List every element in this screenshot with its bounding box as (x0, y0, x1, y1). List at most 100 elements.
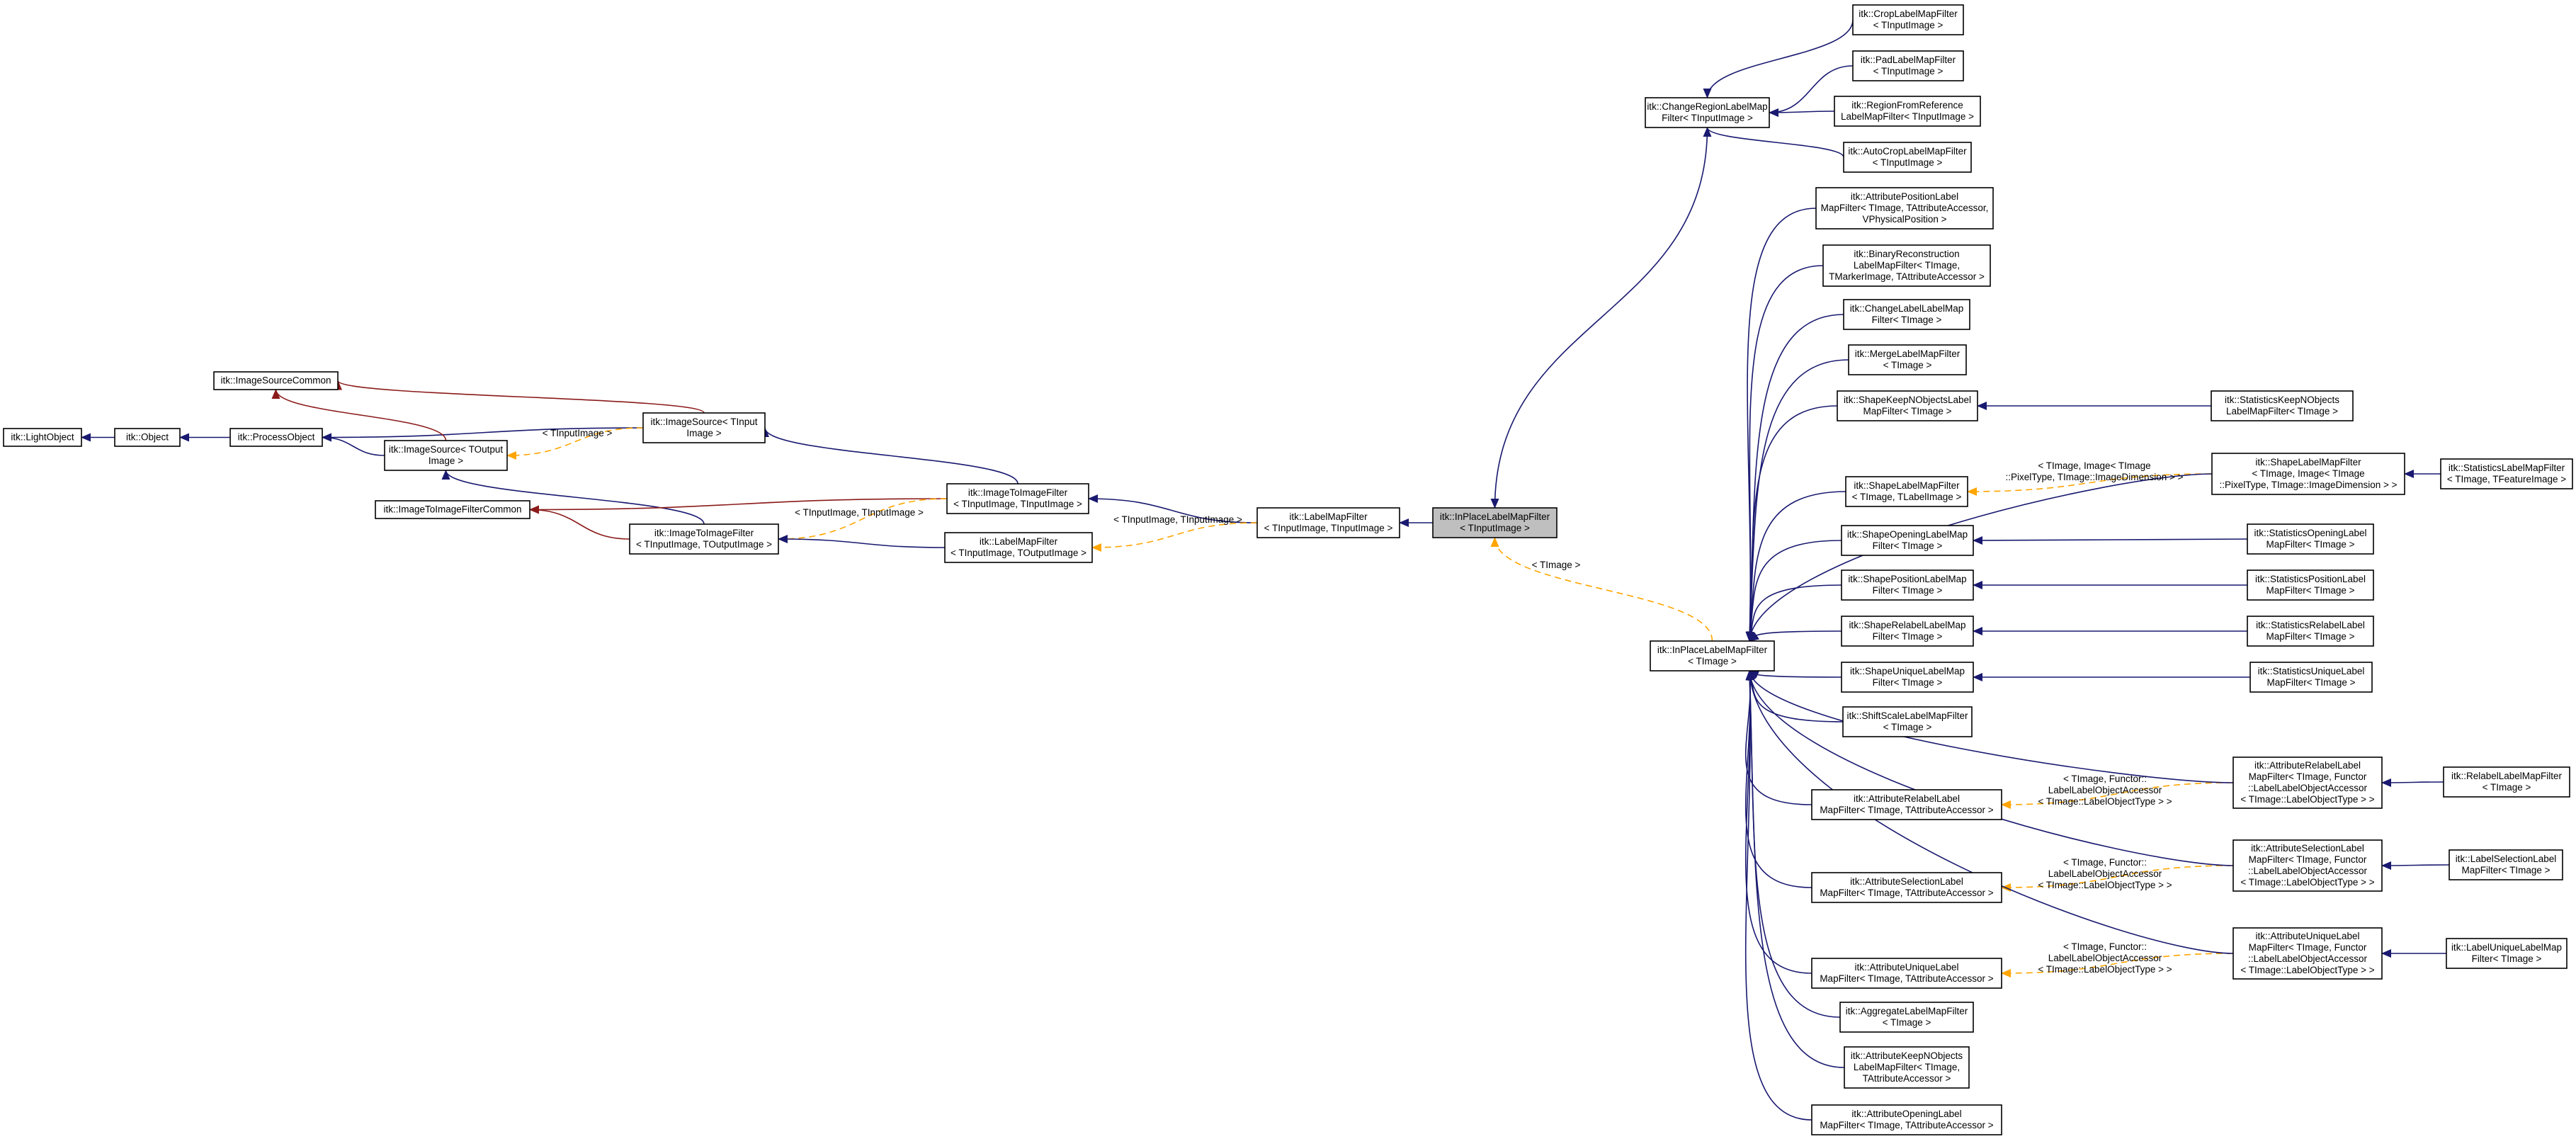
class-node-image-to-image-filter-tt[interactable]: itk::ImageToImageFilter< TInputImage, TO… (629, 523, 779, 555)
class-node-merge-label[interactable]: itk::MergeLabelMapFilter< TImage > (1848, 344, 1967, 375)
class-label: MapFilter< TImage, TAttributeAccessor > (1820, 805, 1993, 815)
edge-attr-select-big-to-attr-select-ta (2001, 865, 2234, 892)
class-node-aggregate[interactable]: itk::AggregateLabelMapFilter< TImage > (1839, 1002, 1974, 1033)
class-box (2449, 849, 2563, 880)
class-box (642, 412, 766, 443)
class-label: < TImage > (1883, 722, 1932, 732)
class-node-crop-label[interactable]: itk::CropLabelMapFilter< TInputImage > (1852, 4, 1964, 35)
class-node-stats-label-map[interactable]: itk::StatisticsLabelMapFilter< TImage, T… (2440, 458, 2573, 489)
class-node-attr-keep-n[interactable]: itk::AttributeKeepNObjectsLabelMapFilter… (1844, 1046, 1970, 1089)
class-label: MapFilter< TImage, TAttributeAccessor > (1820, 888, 1993, 898)
class-node-object[interactable]: itk::Object (114, 428, 181, 447)
class-node-image-source-tinput[interactable]: itk::ImageSource< TInputImage > (642, 412, 766, 443)
edge-image-to-image-filter-ii-to-image-source-tinput (761, 427, 1019, 484)
class-box (1845, 476, 1968, 507)
class-box (1837, 390, 1978, 421)
class-label: itk::LabelMapFilter (980, 536, 1058, 547)
class-node-auto-crop[interactable]: itk::AutoCropLabelMapFilter< TInputImage… (1843, 142, 1972, 173)
class-box (946, 483, 1089, 514)
edge-change-label-to-in-place-timage (1745, 314, 1844, 642)
class-node-binary-recon[interactable]: itk::BinaryReconstructionLabelMapFilter<… (1822, 244, 1991, 287)
class-box (2232, 756, 2383, 809)
edge-label-functor-accessor: < TImage, Functor:: (2063, 774, 2147, 784)
class-box (2232, 839, 2383, 892)
edge-shape-label-big-to-in-place-timage (1746, 473, 2213, 642)
class-box (1811, 958, 2002, 989)
class-label: MapFilter< TImage > (2266, 631, 2354, 642)
class-node-relabel-label-map[interactable]: itk::RelabelLabelMapFilter< TImage > (2443, 766, 2570, 798)
class-label: itk::AttributeUniqueLabel (2255, 931, 2359, 941)
class-node-process-object[interactable]: itk::ProcessObject (229, 428, 323, 447)
edge-attr-relabel-big-to-attr-relabel-ta (2001, 782, 2234, 809)
class-node-light-object[interactable]: itk::LightObject (3, 428, 82, 447)
class-label: itk::Object (126, 432, 169, 443)
class-label: itk::ShapeUniqueLabelMap (1850, 666, 1965, 676)
class-node-shape-label-big[interactable]: itk::ShapeLabelMapFilter< TImage, Image<… (2211, 453, 2405, 495)
class-box (1843, 142, 1972, 173)
class-label: itk::AttributeKeepNObjects (1851, 1050, 1963, 1061)
class-box (1256, 507, 1400, 538)
class-label: itk::ChangeLabelLabelMap (1850, 303, 1964, 314)
class-label: itk::StatisticsOpeningLabel (2254, 528, 2366, 538)
class-node-image-to-image-filter-ii[interactable]: itk::ImageToImageFilter< TInputImage, TI… (946, 483, 1089, 514)
class-label: itk::RegionFromReference (1851, 100, 1963, 110)
class-box (1852, 50, 1964, 81)
class-node-image-source-toutput[interactable]: itk::ImageSource< TOutputImage > (384, 440, 508, 471)
class-node-image-to-image-filter-common[interactable]: itk::ImageToImageFilterCommon (375, 500, 530, 519)
class-label: < TImage > (2483, 782, 2531, 793)
edge-attr-select-big-to-in-place-timage (1746, 670, 2234, 866)
class-box (1645, 97, 1770, 128)
class-label: itk::AttributeOpeningLabel (1851, 1109, 1961, 1119)
class-label: itk::ImageSource< TOutput (389, 444, 503, 455)
edge-label-functor-accessor: LabelLabelObjectAccessor (2048, 785, 2162, 795)
class-label: MapFilter< TImage, TAttributeAccessor > (1820, 973, 1993, 984)
edge-image-to-image-filter-ii-to-image-to-image-filter-common (529, 498, 948, 514)
class-box (213, 371, 339, 390)
class-node-label-map-filter-ii[interactable]: itk::LabelMapFilter< TInputImage, TInput… (1256, 507, 1400, 538)
class-node-shape-label-tt[interactable]: itk::ShapeLabelMapFilter< TImage, TLabel… (1845, 476, 1968, 507)
class-label: LabelMapFilter< TImage > (2226, 406, 2338, 416)
class-node-in-place-main[interactable]: itk::InPlaceLabelMapFilter< TInputImage … (1432, 507, 1557, 538)
class-node-stats-keep-n[interactable]: itk::StatisticsKeepNObjectsLabelMapFilte… (2211, 390, 2354, 421)
class-box (2443, 766, 2570, 798)
class-label: LabelMapFilter< TInputImage > (1841, 111, 1974, 122)
class-node-pad-label[interactable]: itk::PadLabelMapFilter< TInputImage > (1852, 50, 1964, 81)
edge-auto-crop-to-change-region (1703, 127, 1844, 158)
edge-label-shape-image: < TImage, Image< TImage (2038, 460, 2150, 471)
edge-label-tinput-tinput: < TInputImage, TInputImage > (1113, 514, 1242, 525)
class-label: itk::AggregateLabelMapFilter (1846, 1006, 1968, 1016)
edge-shape-unique-to-in-place-timage (1749, 670, 1842, 679)
class-node-region-from-ref[interactable]: itk::RegionFromReferenceLabelMapFilter< … (1834, 96, 1981, 127)
class-box (2211, 390, 2354, 421)
edge-layer (81, 19, 2450, 1121)
class-node-shift-scale[interactable]: itk::ShiftScaleLabelMapFilter< TImage > (1842, 706, 1973, 737)
class-box (2232, 927, 2383, 980)
class-node-in-place-timage[interactable]: itk::InPlaceLabelMapFilter< TImage > (1650, 640, 1775, 672)
class-node-label-map-filter-to[interactable]: itk::LabelMapFilter< TInputImage, TOutpu… (944, 532, 1093, 563)
class-node-image-source-common[interactable]: itk::ImageSourceCommon (213, 371, 339, 390)
edge-image-source-toutput-to-process-object (322, 433, 385, 456)
class-label: LabelMapFilter< TImage, (1854, 1062, 1960, 1072)
class-label: < TImage, Image< TImage (2252, 468, 2364, 479)
